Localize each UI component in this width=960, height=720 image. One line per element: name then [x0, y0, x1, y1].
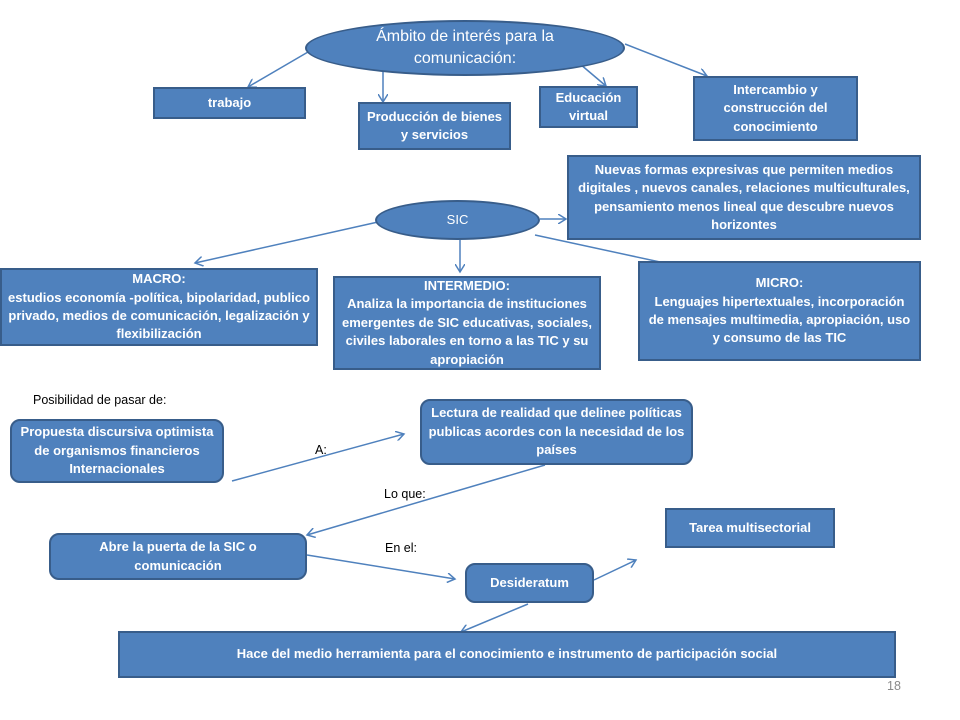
- abre-node: Abre la puerta de la SIC o comunicación: [49, 533, 307, 580]
- lectura-node: Lectura de realidad que delinee política…: [420, 399, 693, 465]
- lo-que-label: Lo que:: [384, 487, 426, 501]
- line-sic-micro: [534, 234, 661, 263]
- en-el-label: En el:: [385, 541, 417, 555]
- tarea-node: Tarea multisectorial: [665, 508, 835, 548]
- arrow-ambito-educacion: [579, 63, 606, 86]
- produccion-node: Producción de bienes y servicios: [358, 102, 511, 150]
- intermedio-node: INTERMEDIO: Analiza la importancia de in…: [333, 276, 601, 370]
- page-number: 18: [887, 679, 901, 693]
- hace-node: Hace del medio herramienta para el conoc…: [118, 631, 896, 678]
- arrow-lectura-abre: [307, 464, 546, 535]
- trabajo-node: trabajo: [153, 87, 306, 119]
- intercambio-node: Intercambio y construcción del conocimie…: [693, 76, 858, 141]
- arrow-desideratum-hace: [461, 603, 529, 632]
- a-label: A:: [315, 443, 327, 457]
- macro-node: MACRO: estudios economía -política, bipo…: [0, 268, 318, 346]
- arrow-sic-macro: [195, 221, 379, 263]
- ambito-node: Ámbito de interés para la comunicación:: [305, 20, 625, 76]
- arrow-propuesta-lectura: [231, 434, 404, 482]
- micro-node: MICRO: Lenguajes hipertextuales, incorpo…: [638, 261, 921, 361]
- arrow-ambito-intercambio: [624, 43, 707, 76]
- sic-node: SIC: [375, 200, 540, 240]
- arrow-desideratum-tarea: [593, 560, 636, 581]
- nuevas-formas-node: Nuevas formas expresivas que permiten me…: [567, 155, 921, 240]
- propuesta-node: Propuesta discursiva optimista de organi…: [10, 419, 224, 483]
- educacion-node: Educación virtual: [539, 86, 638, 128]
- posibilidad-label: Posibilidad de pasar de:: [33, 393, 167, 407]
- arrow-abre-desideratum: [306, 554, 455, 579]
- desideratum-node: Desideratum: [465, 563, 594, 603]
